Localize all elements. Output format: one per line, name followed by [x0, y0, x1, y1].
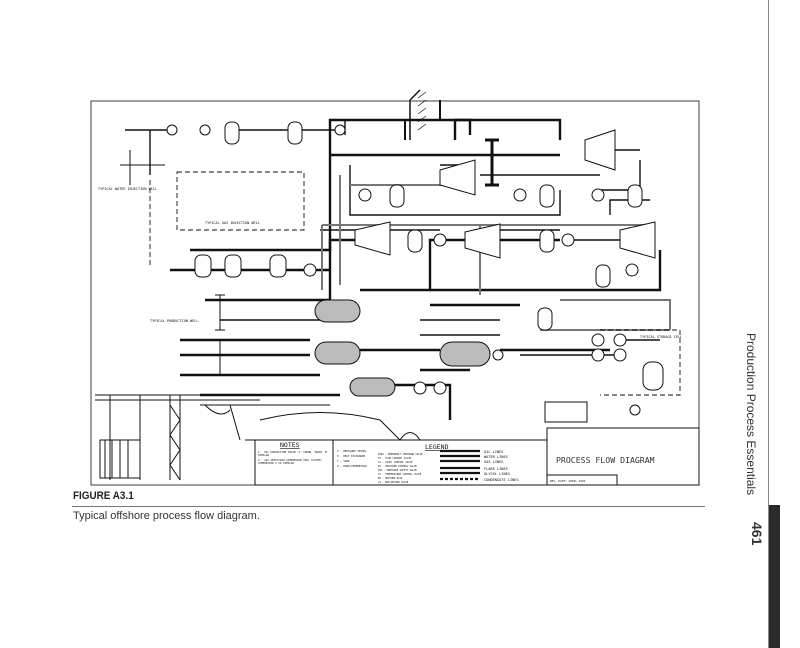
flare-stack	[409, 89, 421, 140]
legend-line-label: CONDENSATE LINES	[484, 478, 519, 482]
water-injection-well-label: TYPICAL WATER INJECTION WELL	[98, 187, 157, 191]
symbol-item: V - PRESSURE VESSEL	[337, 449, 367, 453]
storage-cell-label: TYPICAL STORAGE CELL	[640, 335, 682, 339]
scrubber-vessel	[627, 184, 643, 208]
injection-wellhead	[120, 150, 165, 185]
scrubber-vessel	[539, 184, 555, 208]
flare-line	[404, 100, 441, 140]
separator	[349, 377, 396, 397]
platform-structure	[95, 394, 421, 481]
legend-line-label: WATER LINES	[484, 455, 508, 459]
flare-lines	[149, 171, 681, 396]
abbreviation-item: RD - RUPTURE DISK	[378, 477, 403, 480]
separator	[314, 299, 361, 323]
compressor	[439, 159, 476, 196]
rev-box	[546, 474, 618, 486]
scrubber-vessel	[595, 264, 611, 288]
heat-exchanger	[303, 188, 639, 395]
title-block	[546, 427, 700, 486]
abbreviation-item: TV - TEMPERATURE CONTROL VALVE	[378, 473, 422, 476]
separator	[439, 341, 491, 367]
compressor	[464, 223, 501, 259]
figure-caption: Typical offshore process flow diagram.	[73, 510, 260, 522]
production-well-label: TYPICAL PRODUCTION WELL	[150, 319, 198, 323]
legend-line-label: GLYCOL LINES	[484, 472, 510, 476]
scrubber-vessel	[224, 254, 242, 278]
symbol-item: P - PUMP/COMPRESSOR	[337, 464, 367, 468]
symbol-item: T - TANK	[337, 459, 350, 463]
abbreviation-item: FV - FLOW CONTROL VALVE	[378, 457, 412, 460]
rev-date: REV. DATE: APRIL 1992	[550, 479, 586, 483]
legend-line-label: GAS LINES	[484, 460, 503, 464]
legend-line-label: OIL LINES	[484, 450, 503, 454]
note-item: 1 - OIL PRODUCTION TRAIN 'A' SHOWN, TRAI…	[258, 451, 329, 458]
abbreviation-item: ESDV - EMERGENCY SHUTDOWN VALVE	[378, 453, 423, 456]
production-wellhead	[215, 294, 225, 331]
abbreviation-item: PV - PRESSURE CONTROL VALVE	[378, 465, 417, 468]
separator	[314, 341, 361, 365]
abbreviation-item: PSV - PRESSURE SAFETY VALVE	[378, 469, 417, 472]
abbreviation-item: CV - NON-RETURN VALVE	[378, 481, 409, 484]
figure-rule	[72, 506, 705, 507]
scrubber-vessel	[537, 307, 553, 331]
compressor	[354, 221, 391, 256]
pump	[166, 124, 641, 416]
storage-tank	[642, 361, 664, 391]
compressor	[619, 221, 656, 259]
inlet-vessel	[224, 121, 240, 145]
scrubber-vessel	[389, 184, 405, 208]
compressor	[584, 129, 616, 171]
notes-heading: NOTES	[280, 441, 300, 449]
page-edge-rule	[768, 0, 769, 648]
diagram-title: PROCESS FLOW DIAGRAM	[556, 455, 655, 465]
notes-list: 1 - OIL PRODUCTION TRAIN 'A' SHOWN, TRAI…	[258, 451, 330, 467]
pipe-spool	[485, 138, 499, 187]
gas-injection-well-label: TYPICAL GAS INJECTION WELL	[205, 221, 260, 225]
figure-label: FIGURE A3.1	[73, 490, 134, 502]
scrubber-vessel	[269, 254, 287, 278]
chapter-thumb-tab	[769, 505, 780, 648]
inlet-vessel	[287, 121, 303, 145]
legend-line-label: FLARE LINES	[484, 467, 508, 471]
scrubber-vessel	[539, 229, 555, 253]
equipment-box	[544, 401, 588, 423]
scrubber-vessel	[407, 229, 423, 253]
production-wellhead	[215, 339, 225, 376]
scrubber-vessel	[194, 254, 212, 278]
legend-heading: LEGEND	[425, 443, 449, 451]
symbol-item: E - HEAT EXCHANGER	[337, 454, 366, 458]
oil-lines	[170, 118, 662, 420]
abbreviation-item: LV - LEVEL CONTROL VALVE	[378, 461, 413, 464]
note-item: 2 - GAS INJECTION COMPRESSOR SEAL SYSTEM…	[258, 458, 323, 466]
legend-line-samples	[440, 449, 480, 481]
